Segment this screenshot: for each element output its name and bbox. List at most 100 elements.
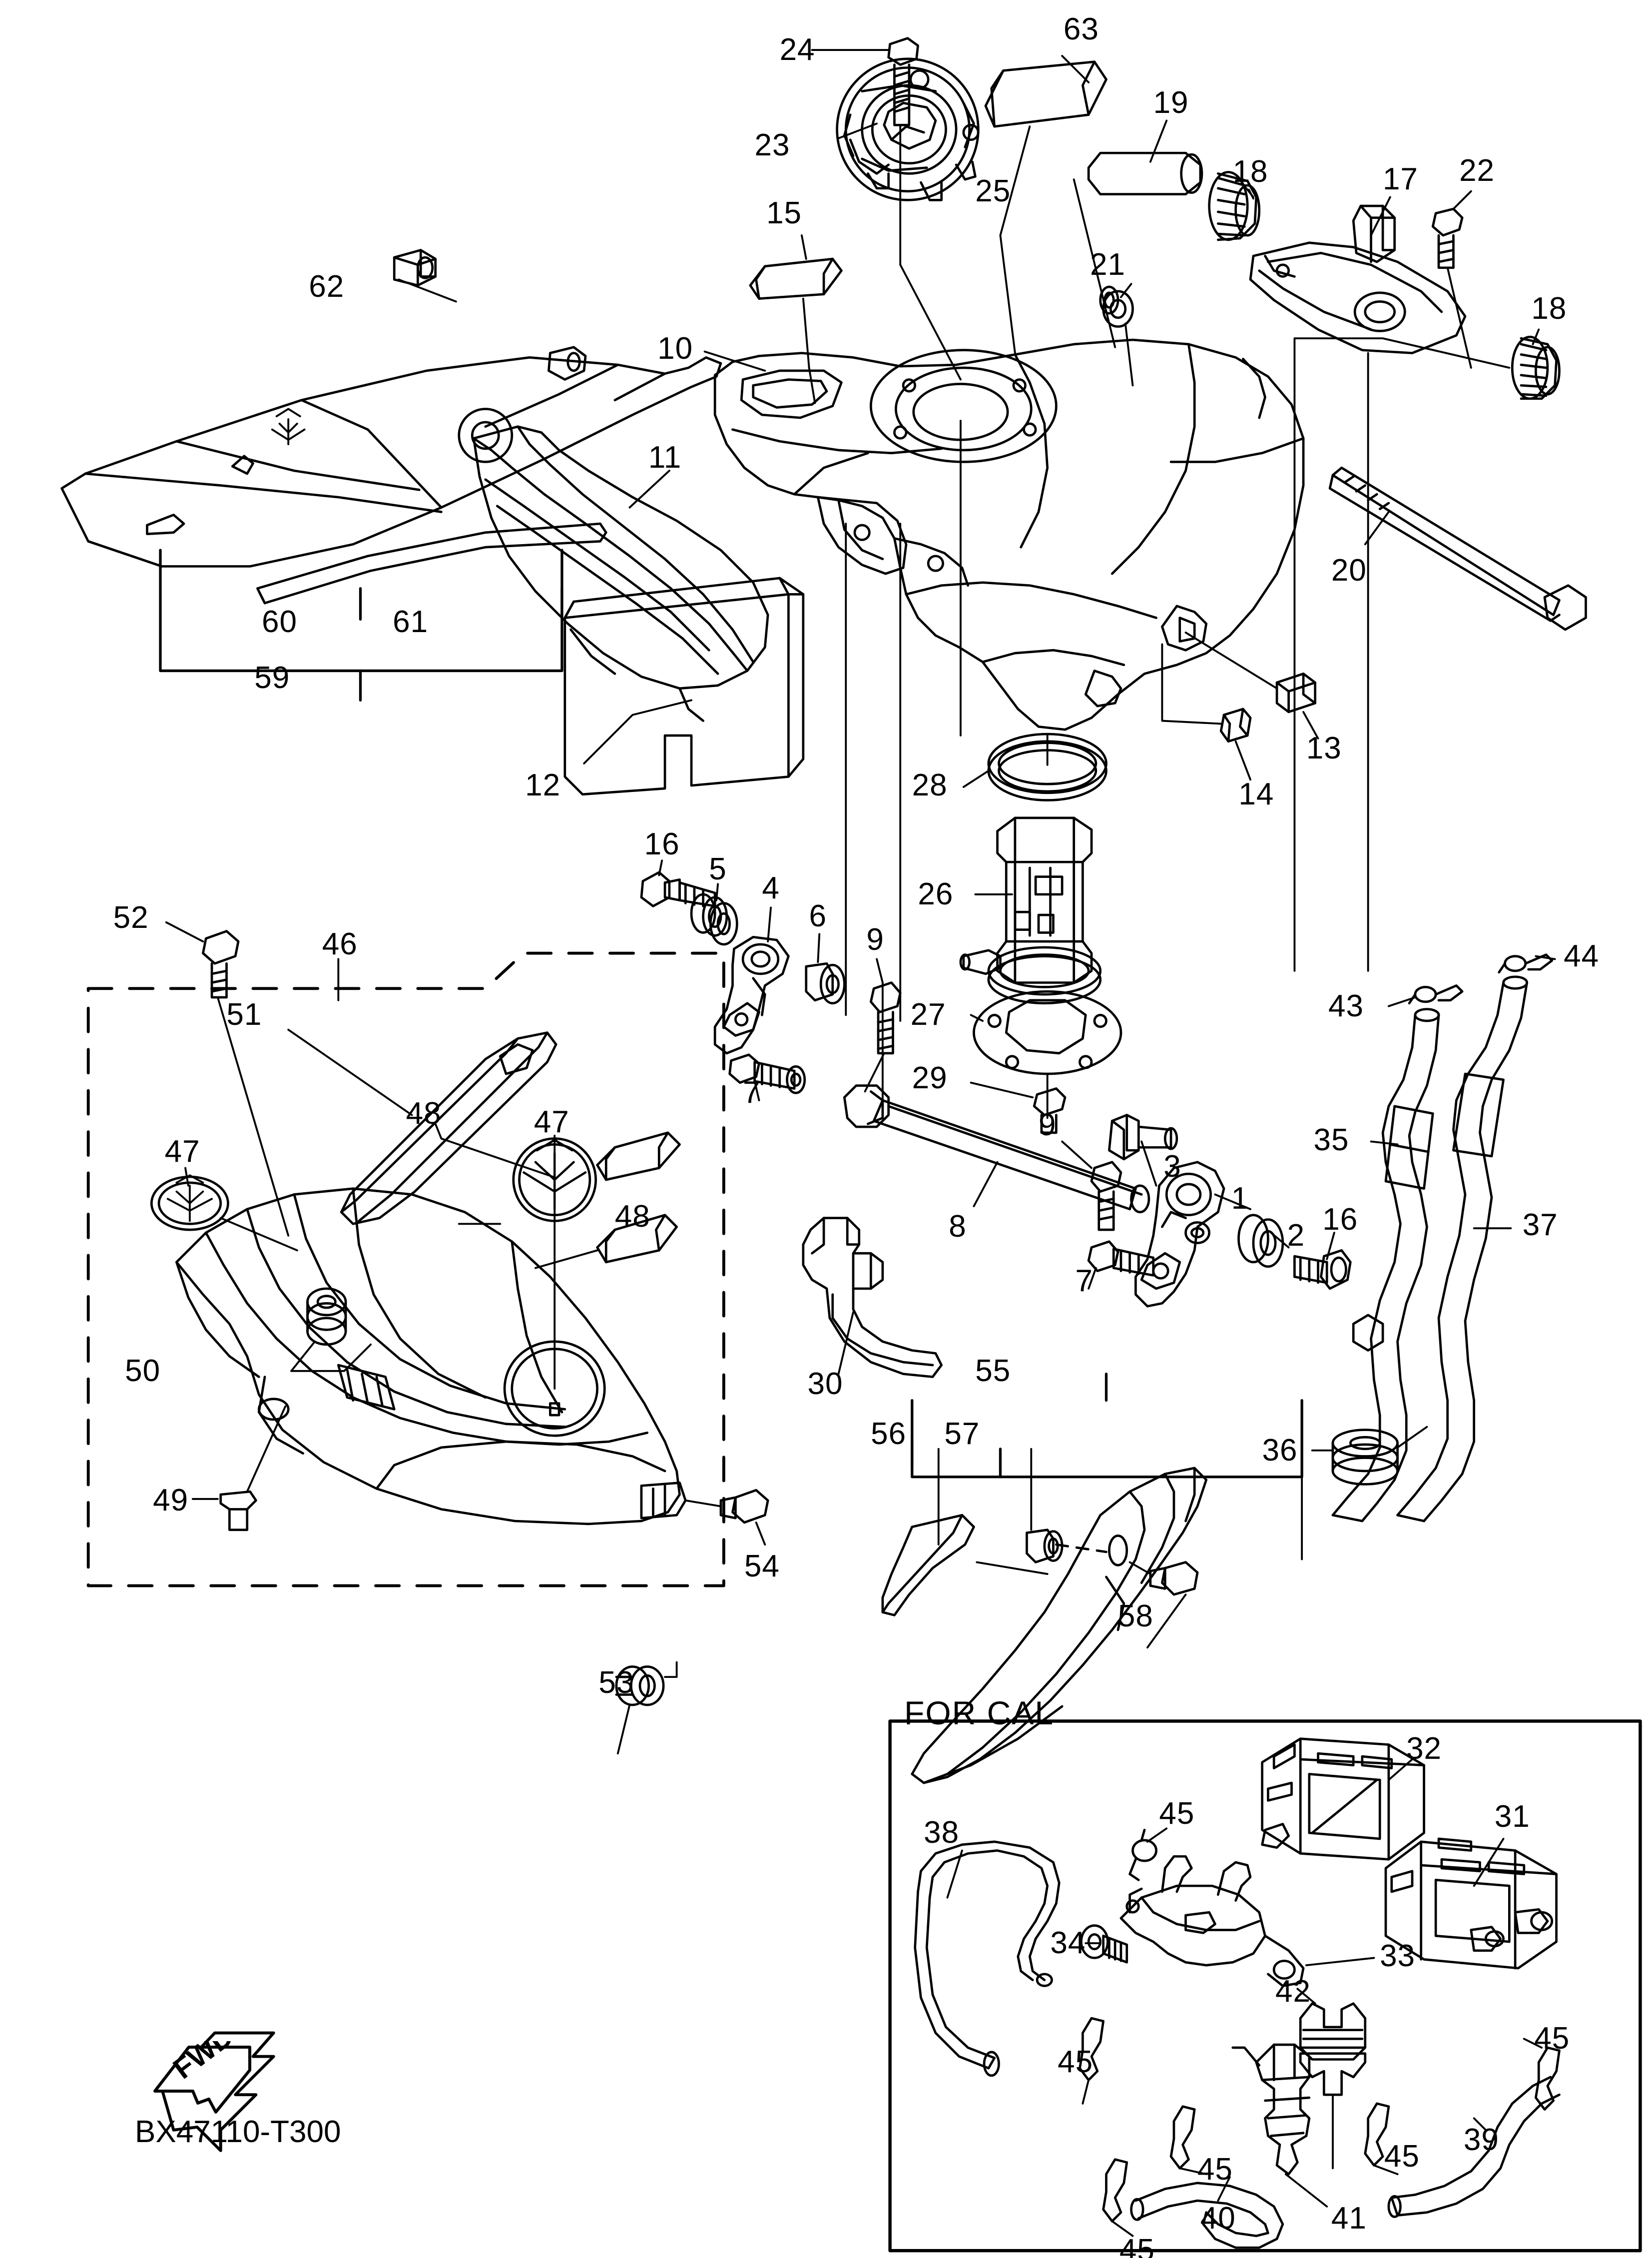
bracket-55 (911, 1373, 1303, 1479)
part-23-fuel-cap (836, 57, 980, 201)
part-39-hose (1387, 2076, 1561, 2218)
callout-8: 8 (949, 1209, 967, 1244)
part-63-plate (984, 60, 1107, 128)
part-48-pad-upper (596, 1131, 681, 1181)
diagram-code: BX47110-T300 (135, 2115, 341, 2149)
callout-9: 9 (866, 922, 884, 957)
side-cover-assembly (60, 356, 722, 568)
callout-29: 29 (912, 1060, 948, 1095)
callout-48: 48 (614, 1199, 650, 1234)
dashed-group-46 (86, 951, 725, 1587)
callout-27: 27 (910, 997, 946, 1032)
callout-47: 47 (534, 1105, 569, 1140)
part-45-clip-e (1364, 2102, 1390, 2167)
part-7-bolt-left (728, 1053, 806, 1094)
part-32-canister (1261, 1737, 1425, 1861)
callout-34: 34 (1050, 1925, 1086, 1960)
callout-37: 37 (1522, 1208, 1558, 1243)
callout-51: 51 (226, 997, 262, 1032)
callout-45: 45 (1384, 2139, 1420, 2174)
part-18b-filter (1511, 335, 1561, 400)
callout-26: 26 (918, 876, 954, 911)
callout-18: 18 (1232, 154, 1268, 189)
part-14-block (1219, 708, 1252, 743)
part-45-clip-b (1079, 2017, 1104, 2082)
callout-9: 9 (1038, 1108, 1057, 1143)
part-16-bolt-left (640, 871, 716, 907)
callout-24: 24 (779, 32, 815, 67)
part-40-hose (1130, 2182, 1284, 2249)
part-5-collar (690, 893, 738, 946)
part-41-valve (1231, 2043, 1311, 2176)
part-9-bolt-upper (869, 981, 902, 1055)
callout-44: 44 (1564, 938, 1600, 973)
callout-58: 58 (1117, 1599, 1153, 1634)
part-15-emblem (749, 257, 843, 300)
callout-4: 4 (762, 871, 780, 906)
for-cal-inset-box (888, 1719, 1642, 2253)
part-49-rivet (219, 1490, 257, 1531)
callout-22: 22 (1459, 153, 1495, 188)
part-51-trim-strip (340, 1031, 557, 1225)
part-8-fuel-pipe (843, 1084, 1150, 1214)
callout-3: 3 (1163, 1149, 1181, 1184)
part-61-nut (548, 346, 587, 381)
callout-56: 56 (871, 1417, 907, 1452)
callout-32: 32 (1406, 1731, 1442, 1766)
for-cal-inset-label: FOR CAL (904, 1694, 1055, 1731)
part-60-trim (256, 522, 607, 605)
callout-45: 45 (1197, 2152, 1233, 2187)
part-37-hose (1396, 975, 1529, 1522)
callout-49: 49 (153, 1483, 189, 1517)
callout-13: 13 (1306, 731, 1342, 766)
part-45-clip-c (1535, 2046, 1561, 2111)
part-20-long-bolt (1328, 466, 1587, 631)
callout-45: 45 (1159, 1796, 1195, 1831)
part-12-pad (563, 577, 805, 796)
part-52-bolt (202, 930, 240, 999)
callout-63: 63 (1063, 11, 1099, 46)
part-2-bush (1237, 1214, 1284, 1268)
part-11-cover (472, 425, 769, 722)
callout-14: 14 (1238, 776, 1274, 811)
part-13-block (1275, 672, 1316, 714)
part-1-bracket-arm (1134, 1161, 1225, 1308)
callout-48: 48 (406, 1096, 442, 1131)
part-7-bolt-lower (1087, 1240, 1155, 1277)
callout-16: 16 (644, 826, 680, 861)
callout-47: 47 (164, 1134, 200, 1169)
part-45-clip-f (1102, 2158, 1128, 2223)
part-26-fuel-pump (959, 816, 1102, 1005)
part-30-hose (802, 1217, 943, 1378)
part-6-bush (805, 962, 846, 1005)
part-24-bolt (887, 37, 919, 126)
callout-30: 30 (807, 1367, 843, 1402)
part-34-bolt (1080, 1924, 1128, 1964)
callout-21: 21 (1090, 247, 1125, 282)
callout-45: 45 (1534, 2021, 1570, 2056)
callout-11: 11 (648, 440, 682, 475)
part-42-clamp (1299, 2002, 1367, 2096)
callout-54: 54 (744, 1549, 780, 1584)
callout-7: 7 (1075, 1264, 1094, 1299)
part-56-strip (881, 1513, 975, 1616)
callout-42: 42 (1275, 1974, 1311, 2009)
callout-6: 6 (809, 899, 827, 934)
part-22-bolt (1431, 207, 1464, 269)
callout-45: 45 (1058, 2045, 1094, 2080)
callout-2: 2 (1287, 1218, 1305, 1253)
callout-60: 60 (262, 605, 297, 640)
callout-33: 33 (1380, 1939, 1416, 1974)
part-9-bolt-lower (1090, 1161, 1122, 1231)
callout-53: 53 (598, 1665, 634, 1700)
part-58-bolt (1149, 1561, 1199, 1596)
callout-17: 17 (1382, 162, 1418, 197)
part-62-nut (393, 249, 437, 287)
part-55-fender (911, 1467, 1208, 1784)
part-20-bolt (1352, 1314, 1384, 1352)
callout-31: 31 (1494, 1799, 1530, 1834)
callout-46: 46 (322, 927, 358, 962)
part-36-grommet (1331, 1429, 1399, 1486)
part-19-tube (1087, 151, 1203, 195)
